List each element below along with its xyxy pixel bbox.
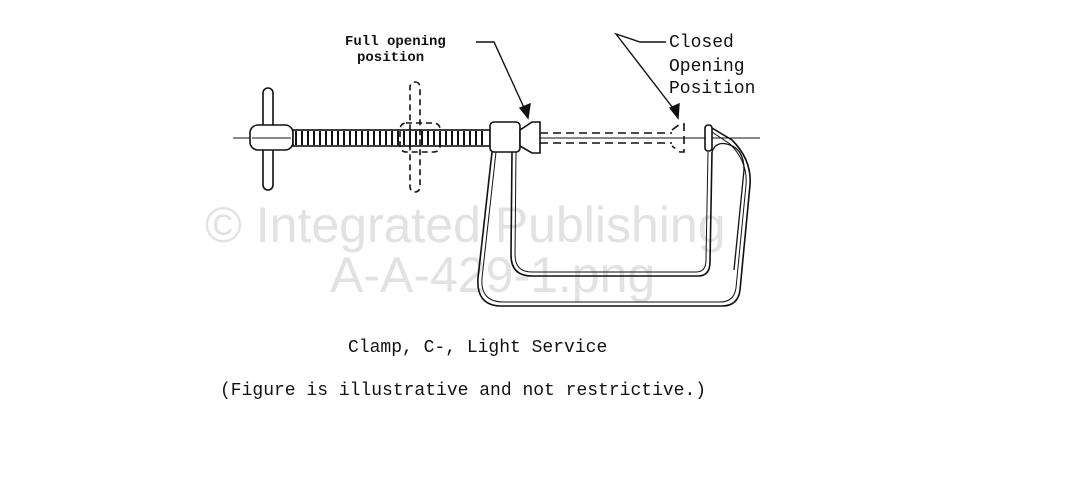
closed-label-line1: Closed xyxy=(669,33,734,53)
anvil xyxy=(704,124,713,152)
watermark-line1: © Integrated Publishing xyxy=(205,197,726,253)
dashed-extension xyxy=(540,123,685,153)
leader-arrows xyxy=(476,32,680,120)
figure-caption: Clamp, C-, Light Service xyxy=(348,338,608,358)
closed-label-line3: Position xyxy=(669,79,756,99)
t-handle-dashed xyxy=(399,81,441,193)
frame-head xyxy=(489,121,541,154)
threaded-screw xyxy=(292,129,491,147)
watermark-line2: A-A-429-1.png xyxy=(330,247,656,303)
closed-label-line2: Opening xyxy=(669,57,745,77)
full-opening-label-line1: Full opening xyxy=(345,34,446,50)
c-frame xyxy=(477,127,751,307)
full-opening-label-line2: position xyxy=(357,50,425,66)
t-handle-solid xyxy=(249,87,294,191)
figure-note: (Figure is illustrative and not restrict… xyxy=(220,381,707,401)
